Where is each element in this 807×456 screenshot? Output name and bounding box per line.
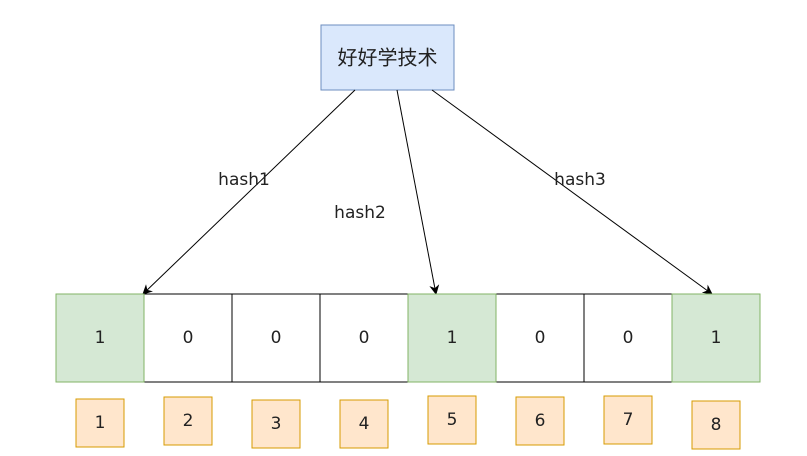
index-row: 1 2 3 4 5 6 7 8	[75, 395, 741, 450]
bit-cell-unset-box	[143, 293, 233, 383]
index-box-rect	[251, 399, 301, 449]
bit-cell: 0	[495, 293, 585, 383]
bit-array: 1 0 0 0 1 0 0 1	[55, 293, 761, 383]
bit-cell: 0	[231, 293, 321, 383]
index-box-rect	[75, 398, 125, 448]
index-label: 1	[95, 413, 106, 433]
index-label: 2	[183, 411, 194, 431]
index-box-rect	[515, 396, 565, 446]
bit-cell-set-border	[671, 293, 761, 383]
index-box-rect	[603, 395, 653, 445]
index-box: 6	[515, 396, 565, 446]
index-box: 2	[163, 396, 213, 446]
hash-arrow	[396, 89, 440, 295]
bit-value: 0	[271, 328, 282, 348]
index-box-rect	[691, 400, 741, 450]
bit-value: 1	[711, 328, 722, 348]
hash-label: hash2	[334, 203, 386, 223]
hash-arrow	[142, 89, 356, 295]
bit-value: 0	[183, 328, 194, 348]
bit-cell-set-border	[407, 293, 497, 383]
bit-cell-unset-box	[231, 293, 321, 383]
root-box	[320, 24, 455, 91]
bit-value: 1	[447, 328, 458, 348]
bit-cell-set-box	[55, 293, 145, 383]
bit-cell-unset-box	[319, 293, 409, 383]
bit-cell-unset-box	[583, 293, 673, 383]
root-label: 好好学技术	[338, 46, 438, 70]
bit-cell: 0	[583, 293, 673, 383]
index-box-rect	[163, 396, 213, 446]
index-box: 7	[603, 395, 653, 445]
bit-cell: 0	[319, 293, 409, 383]
bit-cell: 1	[55, 293, 145, 383]
root-node: 好好学技术	[320, 24, 455, 91]
index-label: 7	[623, 410, 634, 430]
bit-cell: 0	[143, 293, 233, 383]
index-label: 5	[447, 410, 458, 430]
index-box: 8	[691, 400, 741, 450]
index-box: 3	[251, 399, 301, 449]
hash-arrow	[431, 89, 713, 295]
bit-cell: 1	[407, 293, 497, 383]
bit-cell: 1	[671, 293, 761, 383]
index-box-rect	[339, 399, 389, 449]
index-label: 6	[535, 411, 546, 431]
index-label: 8	[711, 415, 722, 435]
bit-cell-unset-box	[495, 293, 585, 383]
index-box: 4	[339, 399, 389, 449]
index-box: 5	[427, 395, 477, 445]
index-label: 4	[359, 414, 370, 434]
hash-label: hash3	[554, 170, 606, 190]
index-box-rect	[427, 395, 477, 445]
bit-value: 0	[535, 328, 546, 348]
bit-value: 1	[95, 328, 106, 348]
index-label: 3	[271, 414, 282, 434]
hash-label: hash1	[218, 170, 270, 190]
hash-edges	[142, 89, 713, 295]
bit-cell-set-box	[407, 293, 497, 383]
bit-value: 0	[359, 328, 370, 348]
index-box: 1	[75, 398, 125, 448]
bit-cell-set-border	[55, 293, 145, 383]
hash-labels: hash1 hash2 hash3	[218, 170, 606, 223]
bit-value: 0	[623, 328, 634, 348]
